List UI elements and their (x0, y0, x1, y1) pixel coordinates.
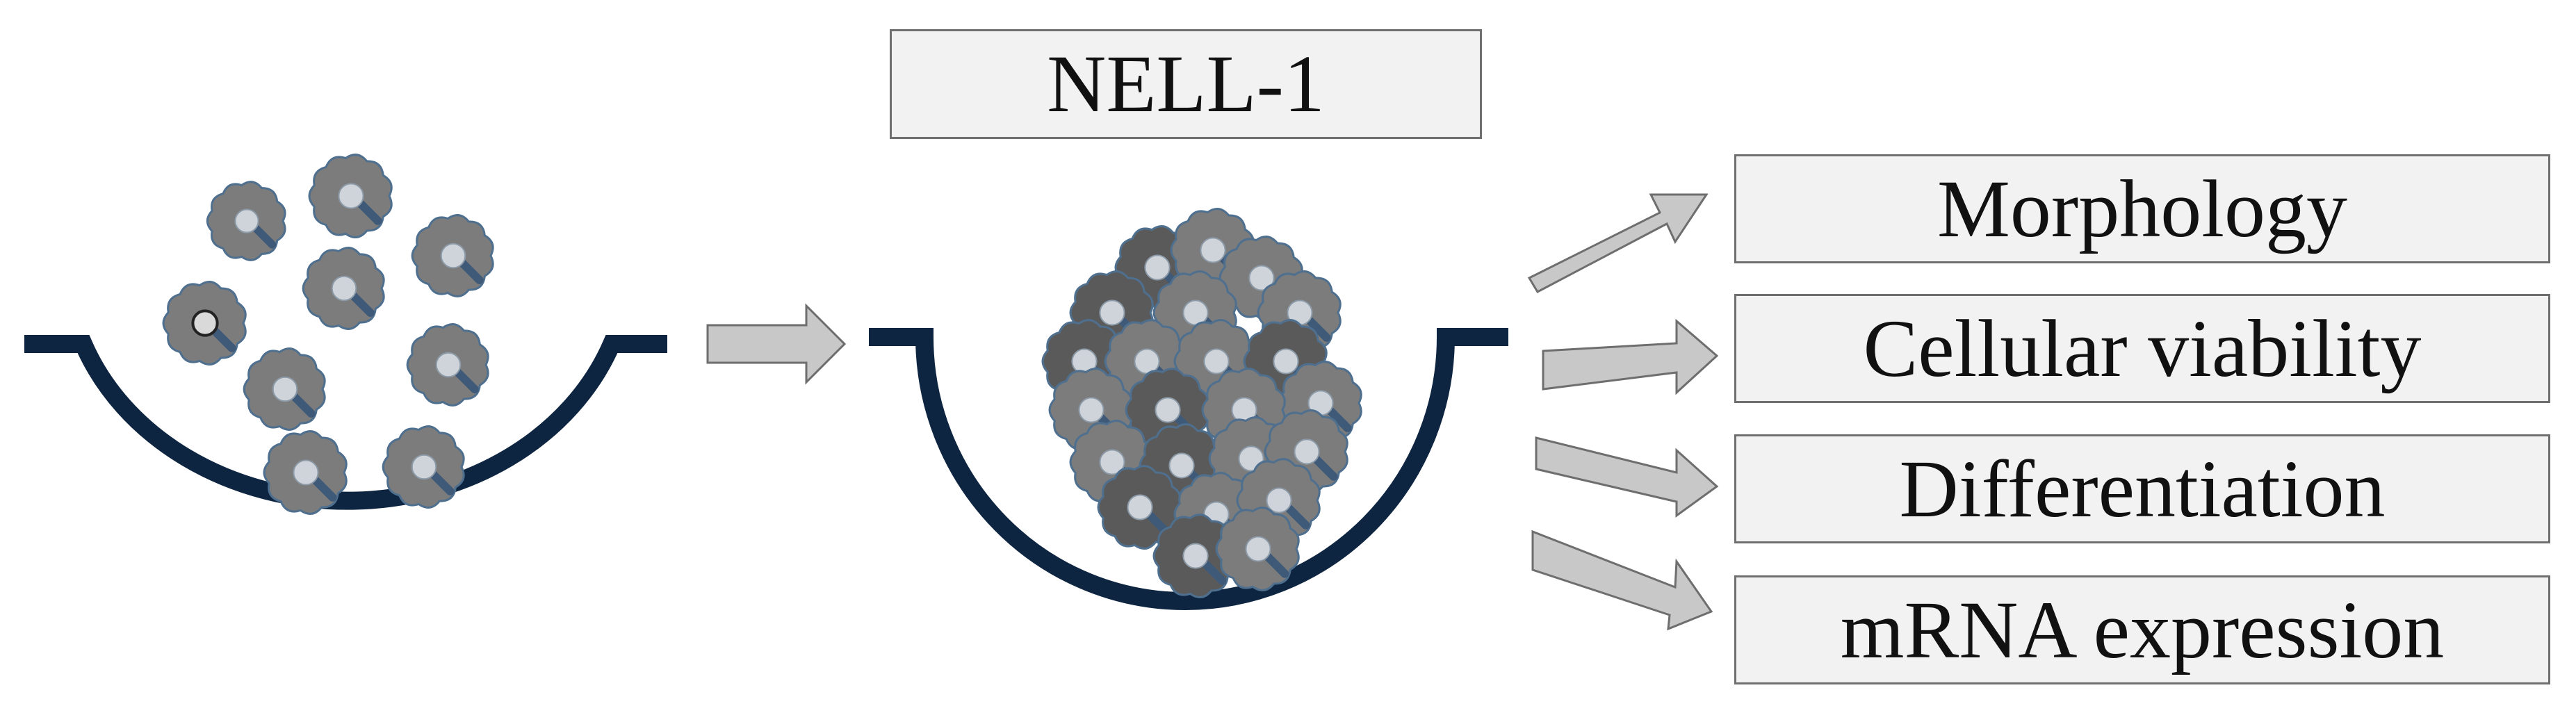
cell-nucleus (1266, 487, 1292, 514)
well-right (869, 328, 1508, 610)
cell-nucleus (1099, 449, 1125, 475)
cell-aggregate (1041, 208, 1362, 598)
cell-nucleus (234, 208, 259, 233)
cell-process (429, 470, 455, 496)
cell (302, 247, 385, 330)
cell (411, 214, 494, 297)
arrow-to-viability (1542, 318, 1719, 395)
cell-process (349, 291, 375, 318)
cell-nucleus (1182, 543, 1209, 569)
cell-nucleus (1245, 536, 1271, 562)
cell-process (1305, 315, 1331, 342)
cell (406, 323, 489, 407)
cell (206, 181, 286, 261)
outcome-mrna-expression-box: mRNA expression (1734, 575, 2550, 684)
cell-nucleus (1200, 237, 1226, 263)
cell-nucleus (1168, 452, 1195, 479)
cell-process (290, 392, 316, 418)
cell (162, 281, 247, 366)
cell-nucleus (440, 243, 466, 269)
cell-process (252, 224, 277, 249)
arrow-to-mrna (1531, 530, 1713, 631)
cell-nucleus (191, 309, 219, 337)
cell-process (311, 475, 337, 502)
cell (1215, 507, 1300, 591)
arrow-to-morphology (1527, 193, 1709, 293)
cell-nucleus (1099, 300, 1125, 326)
treatment-nell1-box: NELL-1 (890, 29, 1482, 139)
cell-nucleus (1144, 254, 1171, 281)
arrow-to-differentiation (1535, 436, 1719, 518)
cell-nucleus (411, 454, 437, 480)
cell-nucleus (293, 459, 319, 486)
cell-process (1312, 454, 1338, 481)
cell-process (1263, 552, 1289, 578)
cell-nucleus (1134, 348, 1160, 375)
cell-nucleus (1273, 348, 1299, 375)
cell (1152, 514, 1237, 598)
cell (382, 425, 465, 509)
cell-process (453, 368, 479, 394)
cell-process (458, 259, 484, 285)
well-left (24, 335, 667, 510)
cell-nucleus (1248, 265, 1275, 291)
cell-nucleus (338, 183, 364, 209)
cell-nucleus (1127, 494, 1153, 520)
cell-nucleus (1294, 438, 1320, 465)
cell-process (1326, 406, 1352, 432)
cell-nucleus (1182, 300, 1209, 326)
cell-process (1200, 559, 1227, 585)
cell (243, 347, 326, 431)
cell-nucleus (331, 275, 357, 302)
arrow-step (706, 303, 847, 385)
cell-process (1284, 503, 1310, 530)
cell-process (356, 199, 382, 225)
cell (308, 154, 393, 238)
outcome-morphology-box: Morphology (1734, 154, 2550, 263)
cell-process (210, 326, 236, 352)
cell (263, 430, 348, 515)
cell-nucleus (272, 376, 298, 402)
outcome-differentiation-box: Differentiation (1734, 434, 2550, 543)
outcome-cellular-viability-box: Cellular viability (1734, 294, 2550, 403)
cell-nucleus (1078, 397, 1104, 423)
dispersed-cells (162, 154, 494, 515)
cell-nucleus (1203, 348, 1230, 375)
cell-nucleus (435, 352, 462, 378)
cell-nucleus (1155, 397, 1181, 423)
